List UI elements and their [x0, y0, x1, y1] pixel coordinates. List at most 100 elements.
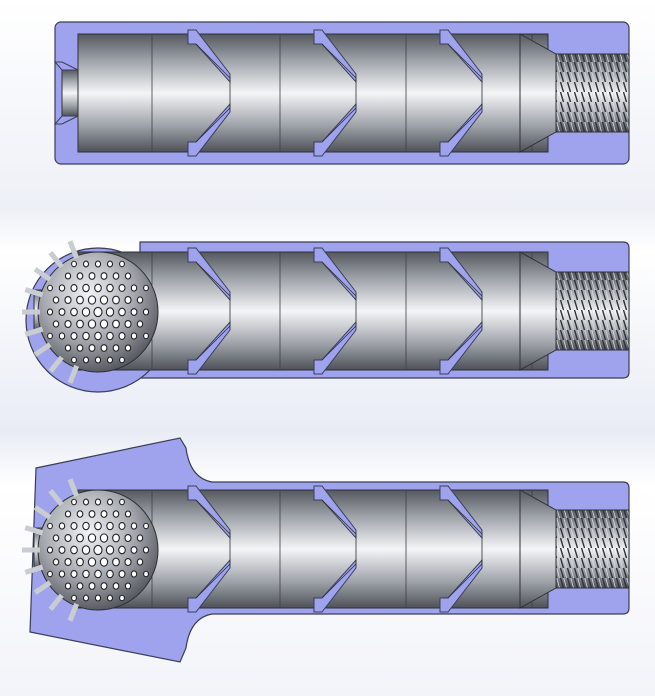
- perforation-hole: [46, 546, 54, 554]
- perforation-hole: [94, 356, 102, 364]
- perforation-hole: [47, 570, 53, 578]
- cone-edge-1: [195, 499, 231, 599]
- view-2: [22, 240, 630, 393]
- perforation-hole: [119, 260, 125, 268]
- perforation-hole: [76, 295, 84, 305]
- perforation-hole: [118, 284, 126, 292]
- perforation-hole: [118, 307, 126, 317]
- perforation-hole: [52, 534, 60, 542]
- perforation-hole: [106, 260, 114, 268]
- perforation-hole: [106, 331, 114, 341]
- perforation-hole: [58, 570, 66, 578]
- perforation-hole: [136, 534, 144, 542]
- perforation-hole: [82, 521, 90, 531]
- perforation-hole: [112, 582, 120, 590]
- perforation-hole: [94, 569, 102, 579]
- perforation-hole: [106, 594, 114, 602]
- perforation-hole: [143, 570, 149, 578]
- cone-edge-1: [195, 43, 231, 143]
- sphere-rib: [67, 603, 79, 622]
- perforation-hole: [124, 344, 132, 352]
- perforation-hole: [70, 307, 78, 317]
- perforation-hole: [118, 570, 126, 578]
- perforation-hole: [118, 545, 126, 555]
- perforation-hole: [64, 295, 72, 305]
- perforation-hole: [64, 272, 72, 280]
- sphere-rib: [24, 287, 44, 298]
- perforation-hole: [130, 522, 138, 530]
- perforation-hole: [88, 510, 96, 518]
- perforation-hole: [76, 510, 84, 518]
- perforation-hole: [100, 272, 108, 280]
- thread-transition: [519, 33, 557, 153]
- perforation-hole: [93, 544, 103, 556]
- perforation-hole: [112, 319, 120, 329]
- perforation-hole: [47, 522, 53, 530]
- perforation-hole: [106, 283, 114, 293]
- perforation-hole: [124, 319, 132, 329]
- perforation-hole: [94, 260, 102, 268]
- perforation-hole: [112, 533, 120, 543]
- perforation-hole: [58, 546, 66, 554]
- sphere-rib: [48, 251, 64, 269]
- views-layer: [22, 21, 630, 663]
- perforation-hole: [76, 272, 84, 280]
- cone-edge-1: [195, 261, 231, 361]
- cone-edge-3: [447, 43, 483, 143]
- rear-threads: [555, 509, 630, 589]
- perforation-hole: [64, 533, 72, 543]
- cone-edge-3: [447, 261, 483, 361]
- inner-bore: [77, 33, 549, 153]
- perforation-hole: [100, 582, 108, 590]
- perforation-hole: [118, 332, 126, 340]
- perforation-hole: [119, 356, 125, 364]
- perforation-hole: [100, 510, 108, 518]
- perforation-hole: [124, 272, 132, 280]
- sphere-rib: [67, 240, 79, 259]
- perforation-hole: [112, 344, 120, 352]
- perforation-hole: [136, 320, 144, 328]
- perforation-hole: [130, 546, 138, 554]
- perforation-hole: [70, 545, 78, 555]
- perforation-hole: [87, 319, 97, 329]
- perforation-hole: [88, 272, 96, 280]
- perforation-hole: [64, 557, 72, 567]
- perforation-hole: [82, 331, 90, 341]
- cone-edge-3: [447, 499, 483, 599]
- perforation-hole: [82, 283, 90, 293]
- perforation-hole: [47, 284, 53, 292]
- perforation-hole: [106, 498, 114, 506]
- perforation-hole: [130, 308, 138, 316]
- perforation-hole: [81, 307, 91, 317]
- perforation-hole: [58, 522, 66, 530]
- perforation-hole: [130, 284, 138, 292]
- cone-edge-2: [321, 43, 357, 143]
- sphere-rib: [48, 593, 64, 611]
- muzzle-bore: [61, 69, 79, 117]
- perforation-hole: [94, 498, 102, 506]
- perforation-hole: [82, 356, 90, 364]
- perforation-hole: [58, 332, 66, 340]
- perforation-hole: [64, 319, 72, 329]
- perforation-hole: [136, 296, 144, 304]
- perforation-hole: [99, 319, 109, 329]
- perforation-hole: [130, 332, 138, 340]
- perforation-hole: [82, 498, 90, 506]
- perforation-hole: [64, 344, 72, 352]
- perforation-hole: [124, 295, 132, 305]
- perforation-hole: [143, 522, 149, 530]
- perforation-hole: [124, 533, 132, 543]
- perforation-hole: [112, 510, 120, 518]
- perforation-hole: [94, 331, 102, 341]
- perforation-hole: [71, 498, 77, 506]
- perforation-hole: [76, 319, 84, 329]
- sphere-rib: [67, 478, 79, 497]
- sphere-rib: [48, 355, 64, 373]
- perforation-hole: [105, 545, 115, 555]
- perforation-hole: [99, 533, 109, 543]
- thread-transition: [519, 489, 557, 609]
- perforation-hole: [119, 498, 125, 506]
- perforation-hole: [52, 320, 60, 328]
- perforation-hole: [82, 594, 90, 602]
